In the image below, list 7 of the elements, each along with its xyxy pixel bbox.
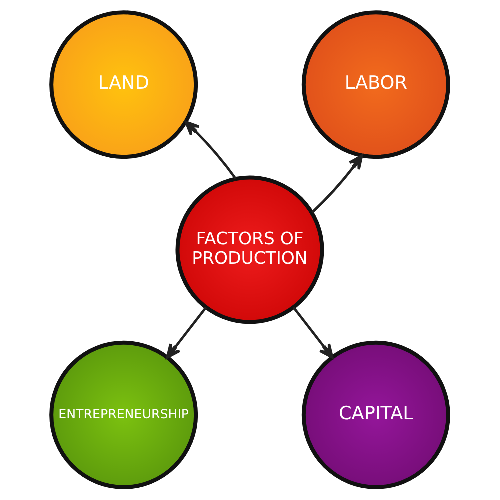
arrow — [292, 306, 334, 359]
node-circle: LAND — [50, 10, 198, 160]
arrow — [312, 154, 364, 214]
node-circle: LABOR — [302, 10, 450, 160]
arrow — [166, 306, 208, 359]
node-circle: FACTORS OF PRODUCTION — [176, 176, 324, 324]
arrow — [184, 120, 238, 180]
